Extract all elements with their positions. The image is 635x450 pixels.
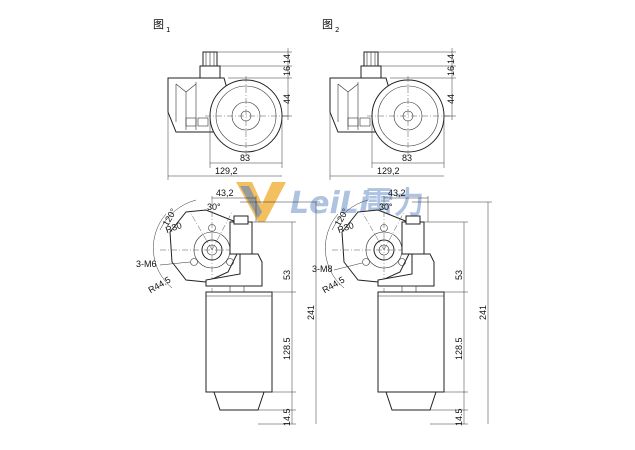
dim-129-2: 129,2 [215, 166, 238, 176]
dim-53: 53 [454, 270, 464, 280]
dim-44: 44 [446, 94, 456, 104]
dim-14: 14 [446, 54, 456, 64]
dim-53: 53 [282, 270, 292, 280]
shaft-boss [199, 65, 221, 79]
worm-housing [229, 221, 253, 255]
figure-1-front-view: 43,2 120° 30° R30 3-M6 R44.5 53 128.5 14… [136, 188, 320, 426]
motor-body [377, 291, 445, 393]
leili-logo-watermark: LeiLi 雷力 [236, 182, 424, 222]
dim-241: 241 [478, 305, 488, 320]
figure-2-label: 图 [322, 18, 333, 31]
angle-30: 30° [207, 202, 221, 212]
thread-callout: 3-M8 [312, 264, 333, 274]
dim-16: 16 [446, 66, 456, 76]
dim-14-5: 14.5 [454, 408, 464, 426]
thread-callout: 3-M6 [136, 259, 157, 269]
dim-83: 83 [240, 153, 250, 163]
figure-2: 图 2 14 16 44 [312, 18, 492, 426]
shaft-boss [360, 65, 382, 79]
figure-2-number: 2 [335, 26, 339, 34]
figure-2-front-view: 43,2 120° 30° R30 3-M8 R44.5 53 128.5 14… [312, 188, 492, 426]
motor-body [205, 291, 273, 393]
dim-128-5: 128.5 [282, 337, 292, 360]
dim-44: 44 [282, 94, 292, 104]
dim-16: 16 [282, 66, 292, 76]
figure-1-top-view: 14 16 44 83 129,2 [167, 48, 292, 180]
dim-14-5: 14.5 [282, 408, 292, 426]
dim-128-5: 128.5 [454, 337, 464, 360]
dim-43-2: 43,2 [216, 188, 234, 198]
radius-r44-5: R44.5 [321, 275, 347, 296]
figure-1: 图 1 [136, 18, 320, 426]
figure-1-number: 1 [166, 26, 170, 34]
dim-14: 14 [282, 54, 292, 64]
dim-129-2: 129,2 [377, 166, 400, 176]
radius-r44-5: R44.5 [147, 275, 173, 296]
dim-241: 241 [306, 305, 316, 320]
figure-1-label: 图 [153, 18, 164, 31]
angle-30: 30° [379, 202, 393, 212]
worm-housing [401, 221, 425, 255]
figure-2-top-view: 14 16 44 83 129,2 [329, 48, 456, 180]
dim-43-2: 43,2 [388, 188, 406, 198]
dim-83: 83 [402, 153, 412, 163]
